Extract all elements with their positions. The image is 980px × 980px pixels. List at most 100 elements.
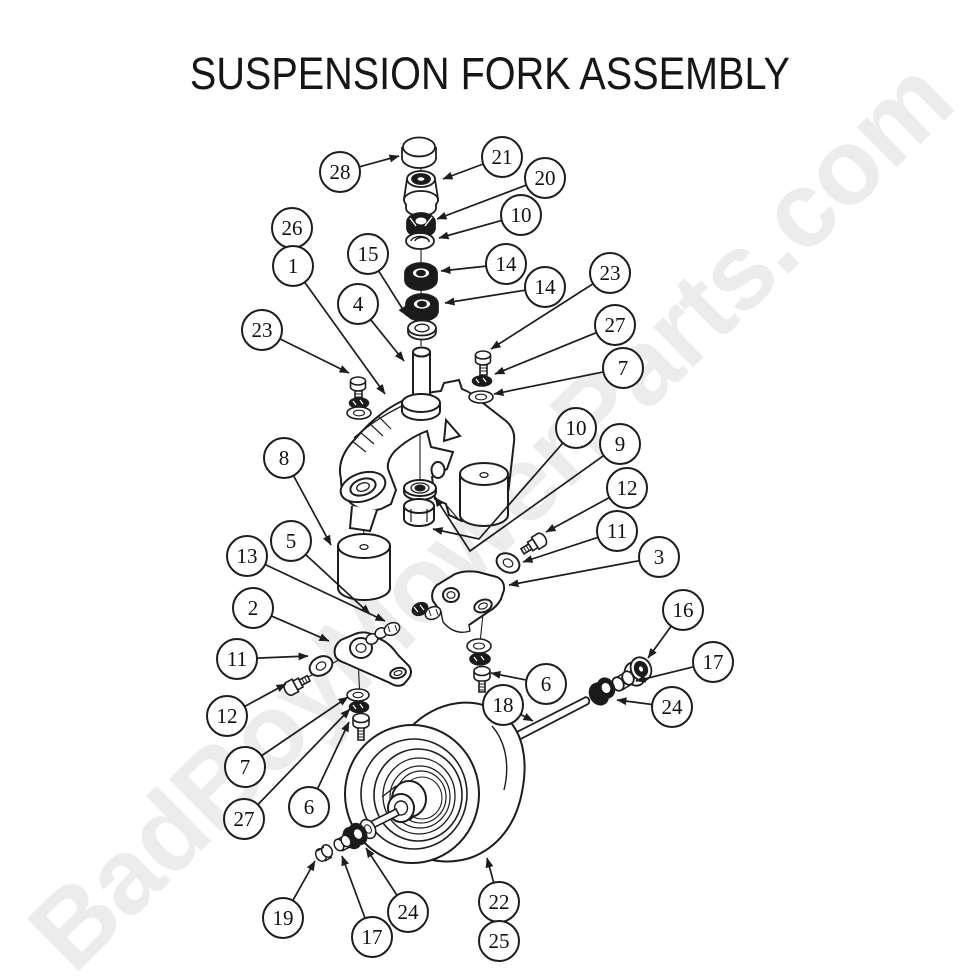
callout-circle[interactable] xyxy=(692,641,734,683)
callout-circle[interactable] xyxy=(347,233,389,275)
callout-24[interactable]: 24 xyxy=(387,891,429,933)
callout-circle[interactable] xyxy=(602,347,644,389)
callout-circle[interactable] xyxy=(288,786,330,828)
callout-circle[interactable] xyxy=(500,194,542,236)
callout-number: 1 xyxy=(288,254,299,278)
callout-circle[interactable] xyxy=(232,587,274,629)
callout-5[interactable]: 5 xyxy=(270,520,312,562)
callout-20[interactable]: 20 xyxy=(524,157,566,199)
callout-circle[interactable] xyxy=(319,151,361,193)
callout-number: 7 xyxy=(240,755,251,779)
callout-circle[interactable] xyxy=(482,684,524,726)
callout-14[interactable]: 14 xyxy=(485,243,527,285)
callout-circle[interactable] xyxy=(525,663,567,705)
callout-4[interactable]: 4 xyxy=(337,283,379,325)
bolt-upper-right xyxy=(474,350,492,376)
callout-circle[interactable] xyxy=(594,304,636,346)
leader-line-12 xyxy=(545,496,610,533)
callout-circle[interactable] xyxy=(224,746,266,788)
callout-1[interactable]: 1 xyxy=(272,245,314,287)
callout-3[interactable]: 3 xyxy=(638,536,680,578)
callout-23[interactable]: 23 xyxy=(589,252,631,294)
leader-line-21 xyxy=(442,163,484,180)
callout-circle[interactable] xyxy=(263,437,305,479)
callout-circle[interactable] xyxy=(485,243,527,285)
callout-12[interactable]: 12 xyxy=(206,695,248,737)
callout-circle[interactable] xyxy=(651,686,693,728)
callout-10[interactable]: 10 xyxy=(555,407,597,449)
callout-circle[interactable] xyxy=(241,309,283,351)
leader-line-27 xyxy=(257,708,351,806)
leader-line-10 xyxy=(438,219,502,240)
callout-23[interactable]: 23 xyxy=(241,309,283,351)
callout-13[interactable]: 13 xyxy=(226,535,268,577)
callout-8[interactable]: 8 xyxy=(263,437,305,479)
callout-circle[interactable] xyxy=(662,589,704,631)
callout-circle[interactable] xyxy=(524,266,566,308)
leader-line-3 xyxy=(508,559,640,588)
callout-7[interactable]: 7 xyxy=(602,347,644,389)
callout-circle[interactable] xyxy=(226,535,268,577)
leader-lines xyxy=(244,154,694,919)
callout-circle[interactable] xyxy=(387,891,429,933)
callout-circle[interactable] xyxy=(524,157,566,199)
callout-22[interactable]: 22 xyxy=(478,881,520,923)
callout-circle[interactable] xyxy=(599,423,641,465)
callout-15[interactable]: 15 xyxy=(347,233,389,275)
callout-16[interactable]: 16 xyxy=(662,589,704,631)
callout-21[interactable]: 21 xyxy=(481,136,523,178)
callout-17[interactable]: 17 xyxy=(692,641,734,683)
callout-12[interactable]: 12 xyxy=(606,467,648,509)
callout-14[interactable]: 14 xyxy=(524,266,566,308)
callout-circle[interactable] xyxy=(262,897,304,939)
callout-circle[interactable] xyxy=(606,467,648,509)
callout-number: 11 xyxy=(607,519,627,543)
callout-circle[interactable] xyxy=(478,920,520,962)
callout-28[interactable]: 28 xyxy=(319,151,361,193)
callout-circle[interactable] xyxy=(272,245,314,287)
callout-11[interactable]: 11 xyxy=(216,638,258,680)
callout-number: 9 xyxy=(615,432,626,456)
axle-spacer xyxy=(333,834,352,852)
callout-number: 10 xyxy=(511,203,532,227)
wave-washer xyxy=(405,232,435,250)
callout-11[interactable]: 11 xyxy=(596,510,638,552)
callout-number: 13 xyxy=(237,544,258,568)
callout-circle[interactable] xyxy=(596,510,638,552)
callout-26[interactable]: 26 xyxy=(271,207,313,249)
callout-circle[interactable] xyxy=(270,520,312,562)
callout-number: 14 xyxy=(496,252,518,276)
leader-line-8 xyxy=(292,475,332,546)
callout-9[interactable]: 9 xyxy=(599,423,641,465)
callout-circle[interactable] xyxy=(206,695,248,737)
callout-27[interactable]: 27 xyxy=(223,798,265,840)
callout-circle[interactable] xyxy=(589,252,631,294)
leader-line-24 xyxy=(616,697,653,706)
callout-18[interactable]: 18 xyxy=(482,684,524,726)
callout-24[interactable]: 24 xyxy=(651,686,693,728)
bolt-12-right xyxy=(519,532,548,555)
callout-19[interactable]: 19 xyxy=(262,897,304,939)
leader-line-6 xyxy=(490,670,527,681)
callout-circle[interactable] xyxy=(638,536,680,578)
callout-number: 26 xyxy=(282,216,303,240)
callout-circle[interactable] xyxy=(555,407,597,449)
washer-11-left xyxy=(308,655,334,677)
leader-line-11 xyxy=(522,536,599,563)
flat-washer-stem xyxy=(407,319,437,341)
callout-6[interactable]: 6 xyxy=(288,786,330,828)
callout-7[interactable]: 7 xyxy=(224,746,266,788)
leader-line-15 xyxy=(377,270,408,317)
callout-25[interactable]: 25 xyxy=(478,920,520,962)
callout-17[interactable]: 17 xyxy=(351,916,393,958)
callout-circle[interactable] xyxy=(223,798,265,840)
callout-circle[interactable] xyxy=(351,916,393,958)
callout-2[interactable]: 2 xyxy=(232,587,274,629)
callout-circle[interactable] xyxy=(337,283,379,325)
callout-circle[interactable] xyxy=(481,136,523,178)
callout-circle[interactable] xyxy=(216,638,258,680)
callout-27[interactable]: 27 xyxy=(594,304,636,346)
callout-6[interactable]: 6 xyxy=(525,663,567,705)
callout-10[interactable]: 10 xyxy=(500,194,542,236)
